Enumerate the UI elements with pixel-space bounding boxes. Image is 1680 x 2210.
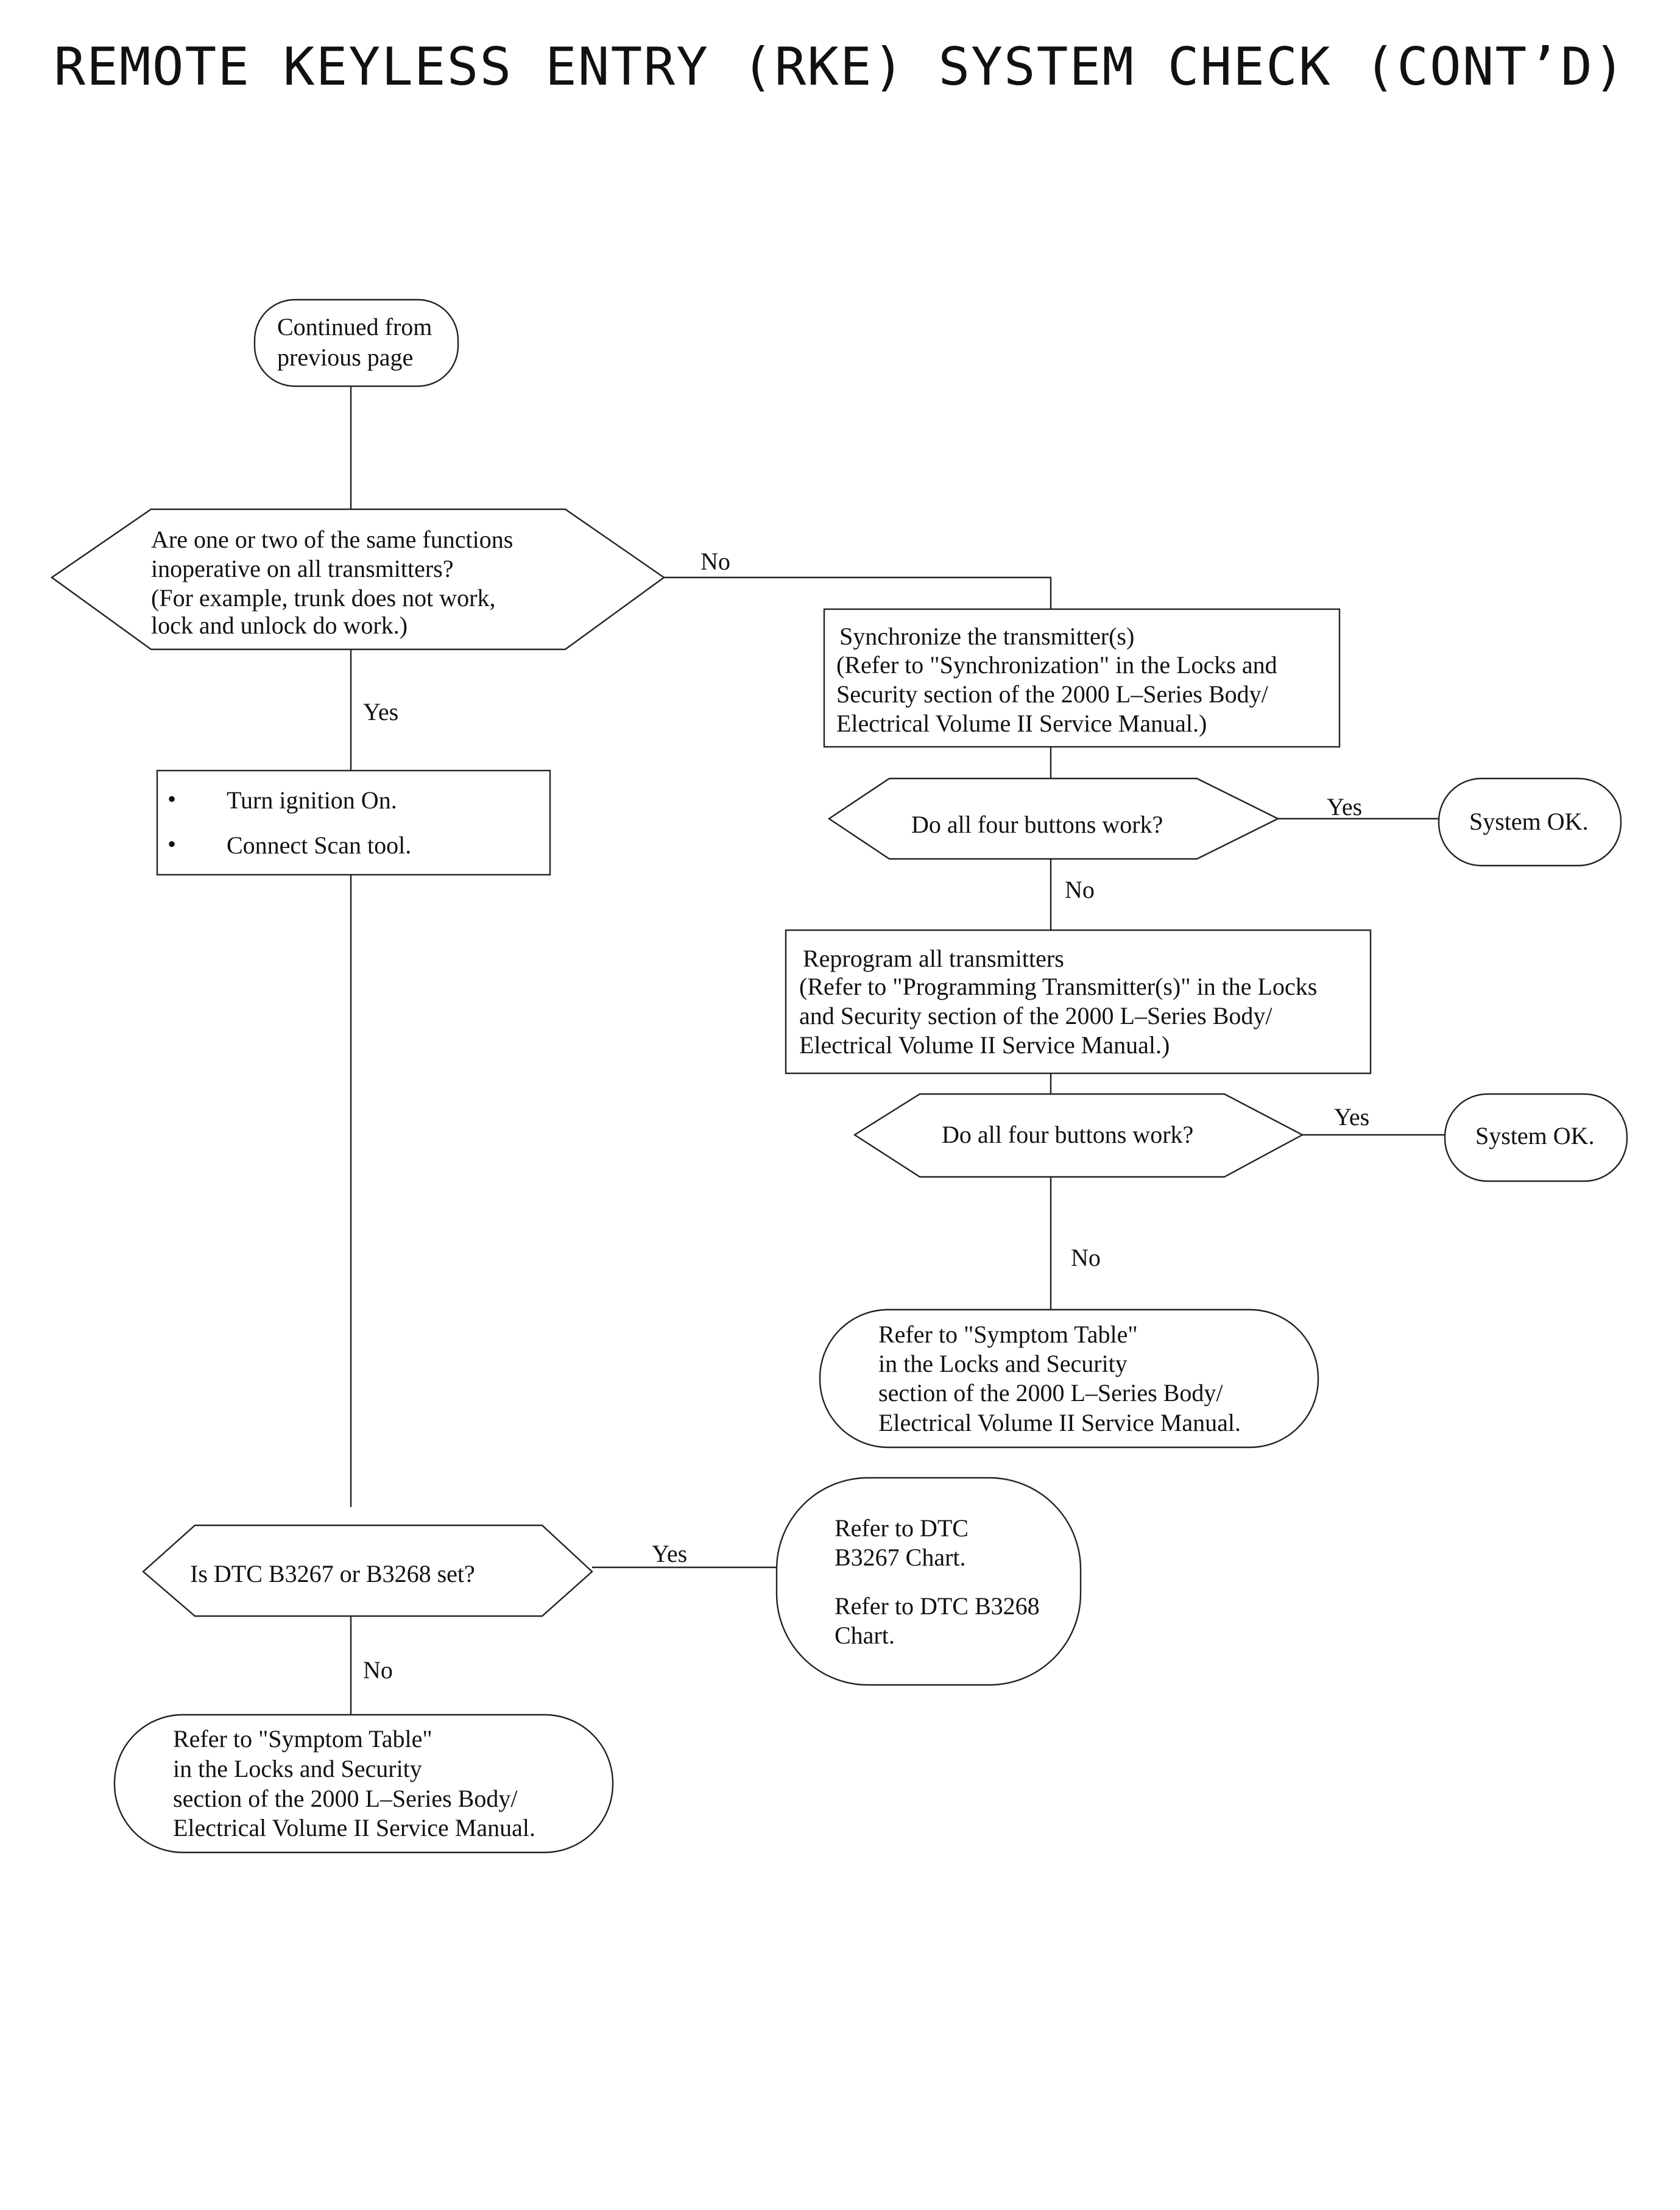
synchronize-box: Synchronize the transmitter(s) (Refer to… (823, 608, 1341, 748)
symptom-right-line-4: Electrical Volume II Service Manual. (878, 1409, 1241, 1436)
dtc-ref2-line-2: Chart. (835, 1622, 895, 1649)
decision3-no-label: No (1071, 1244, 1101, 1271)
decision1-line-2: inoperative on all transmitters? (151, 555, 454, 582)
steps-item-turn-ignition: Turn ignition On. (227, 786, 397, 814)
symptom-table-terminal-left: Refer to "Symptom Table" in the Locks an… (113, 1714, 614, 1854)
start-terminal: Continued from previous page (253, 298, 459, 387)
decision-all-buttons-work-1: Do all four buttons work? Yes No (827, 777, 1362, 903)
symptom-left-line-3: section of the 2000 L–Series Body/ (173, 1785, 518, 1812)
dtc-reference-terminal: Refer to DTC B3267 Chart. Refer to DTC B… (775, 1477, 1082, 1686)
dtc-ref1-line-1: Refer to DTC (835, 1514, 969, 1542)
decision4-no-label: No (363, 1656, 393, 1684)
system-ok-terminal-2: System OK. (1444, 1093, 1628, 1182)
dtc-reference-shape (775, 1477, 1082, 1686)
decision2-shape (827, 777, 1280, 860)
system-ok-1-shape (1438, 777, 1622, 867)
symptom-left-line-4: Electrical Volume II Service Manual. (173, 1814, 535, 1841)
reprogram-box: Reprogram all transmitters (Refer to "Pr… (785, 929, 1372, 1075)
decision-all-buttons-work-2: Do all four buttons work? Yes No (853, 1093, 1369, 1271)
decision2-text: Do all four buttons work? (911, 811, 1163, 838)
decision1-no-label: No (701, 548, 730, 575)
start-line-2: previous page (277, 344, 413, 371)
symptom-right-shape (819, 1308, 1319, 1449)
page-title: REMOTE KEYLESS ENTRY (RKE) SYSTEM CHECK … (54, 37, 1626, 97)
system-ok-terminal-1: System OK. (1438, 777, 1622, 867)
decision4-yes-label: Yes (652, 1540, 687, 1567)
reprogram-line-3: and Security section of the 2000 L–Serie… (799, 1002, 1272, 1029)
reprogram-box-shape (785, 929, 1372, 1075)
symptom-table-terminal-right: Refer to "Symptom Table" in the Locks an… (819, 1308, 1319, 1449)
sync-line-4: Electrical Volume II Service Manual.) (836, 710, 1207, 737)
sync-line-3: Security section of the 2000 L–Series Bo… (836, 680, 1269, 708)
dtc-ref1-line-2: B3267 Chart. (835, 1544, 966, 1571)
steps-box-shape (156, 769, 551, 876)
decision1-line-1: Are one or two of the same functions (151, 526, 513, 553)
decision2-yes-label: Yes (1327, 793, 1362, 821)
system-ok-2-text: System OK. (1475, 1122, 1595, 1149)
steps-bullet-1: • (168, 785, 176, 813)
sync-line-2: (Refer to "Synchronization" in the Locks… (836, 651, 1277, 679)
system-ok-1-text: System OK. (1469, 808, 1589, 835)
start-terminal-shape (253, 298, 459, 387)
reprogram-line-4: Electrical Volume II Service Manual.) (799, 1031, 1170, 1059)
steps-bullet-2: • (168, 830, 176, 858)
decision-dtc-set: Is DTC B3267 or B3268 set? Yes No (142, 1524, 687, 1684)
connector-decision1-no (664, 576, 1052, 609)
decision1-yes-label: Yes (363, 698, 398, 725)
system-ok-2-shape (1444, 1093, 1628, 1182)
decision1-shape (50, 508, 666, 651)
decision1-line-3: (For example, trunk does not work, (151, 584, 495, 612)
steps-item-connect-scan-tool: Connect Scan tool. (227, 831, 411, 859)
symptom-left-line-1: Refer to "Symptom Table" (173, 1725, 432, 1753)
sync-line-1: Synchronize the transmitter(s) (839, 623, 1134, 650)
decision3-shape (853, 1093, 1304, 1178)
dtc-ref2-line-1: Refer to DTC B3268 (835, 1592, 1040, 1620)
start-line-1: Continued from (277, 313, 432, 341)
decision2-no-label: No (1065, 876, 1095, 903)
steps-box: • Turn ignition On. • Connect Scan tool. (156, 769, 551, 876)
decision4-text: Is DTC B3267 or B3268 set? (190, 1560, 475, 1587)
reprogram-line-2: (Refer to "Programming Transmitter(s)" i… (799, 973, 1317, 1000)
symptom-left-shape (113, 1714, 614, 1854)
symptom-left-line-2: in the Locks and Security (173, 1755, 422, 1782)
decision4-shape (142, 1524, 593, 1617)
symptom-right-line-1: Refer to "Symptom Table" (878, 1321, 1138, 1348)
decision3-yes-label: Yes (1334, 1103, 1369, 1131)
synchronize-box-shape (823, 608, 1341, 748)
decision-functions-inoperative: Are one or two of the same functions ino… (50, 508, 730, 725)
decision1-line-4: lock and unlock do work.) (151, 612, 408, 639)
connectors (350, 386, 1445, 1715)
decision3-text: Do all four buttons work? (942, 1121, 1193, 1148)
symptom-right-line-3: section of the 2000 L–Series Body/ (878, 1379, 1223, 1407)
reprogram-line-1: Reprogram all transmitters (803, 945, 1064, 972)
symptom-right-line-2: in the Locks and Security (878, 1350, 1128, 1377)
